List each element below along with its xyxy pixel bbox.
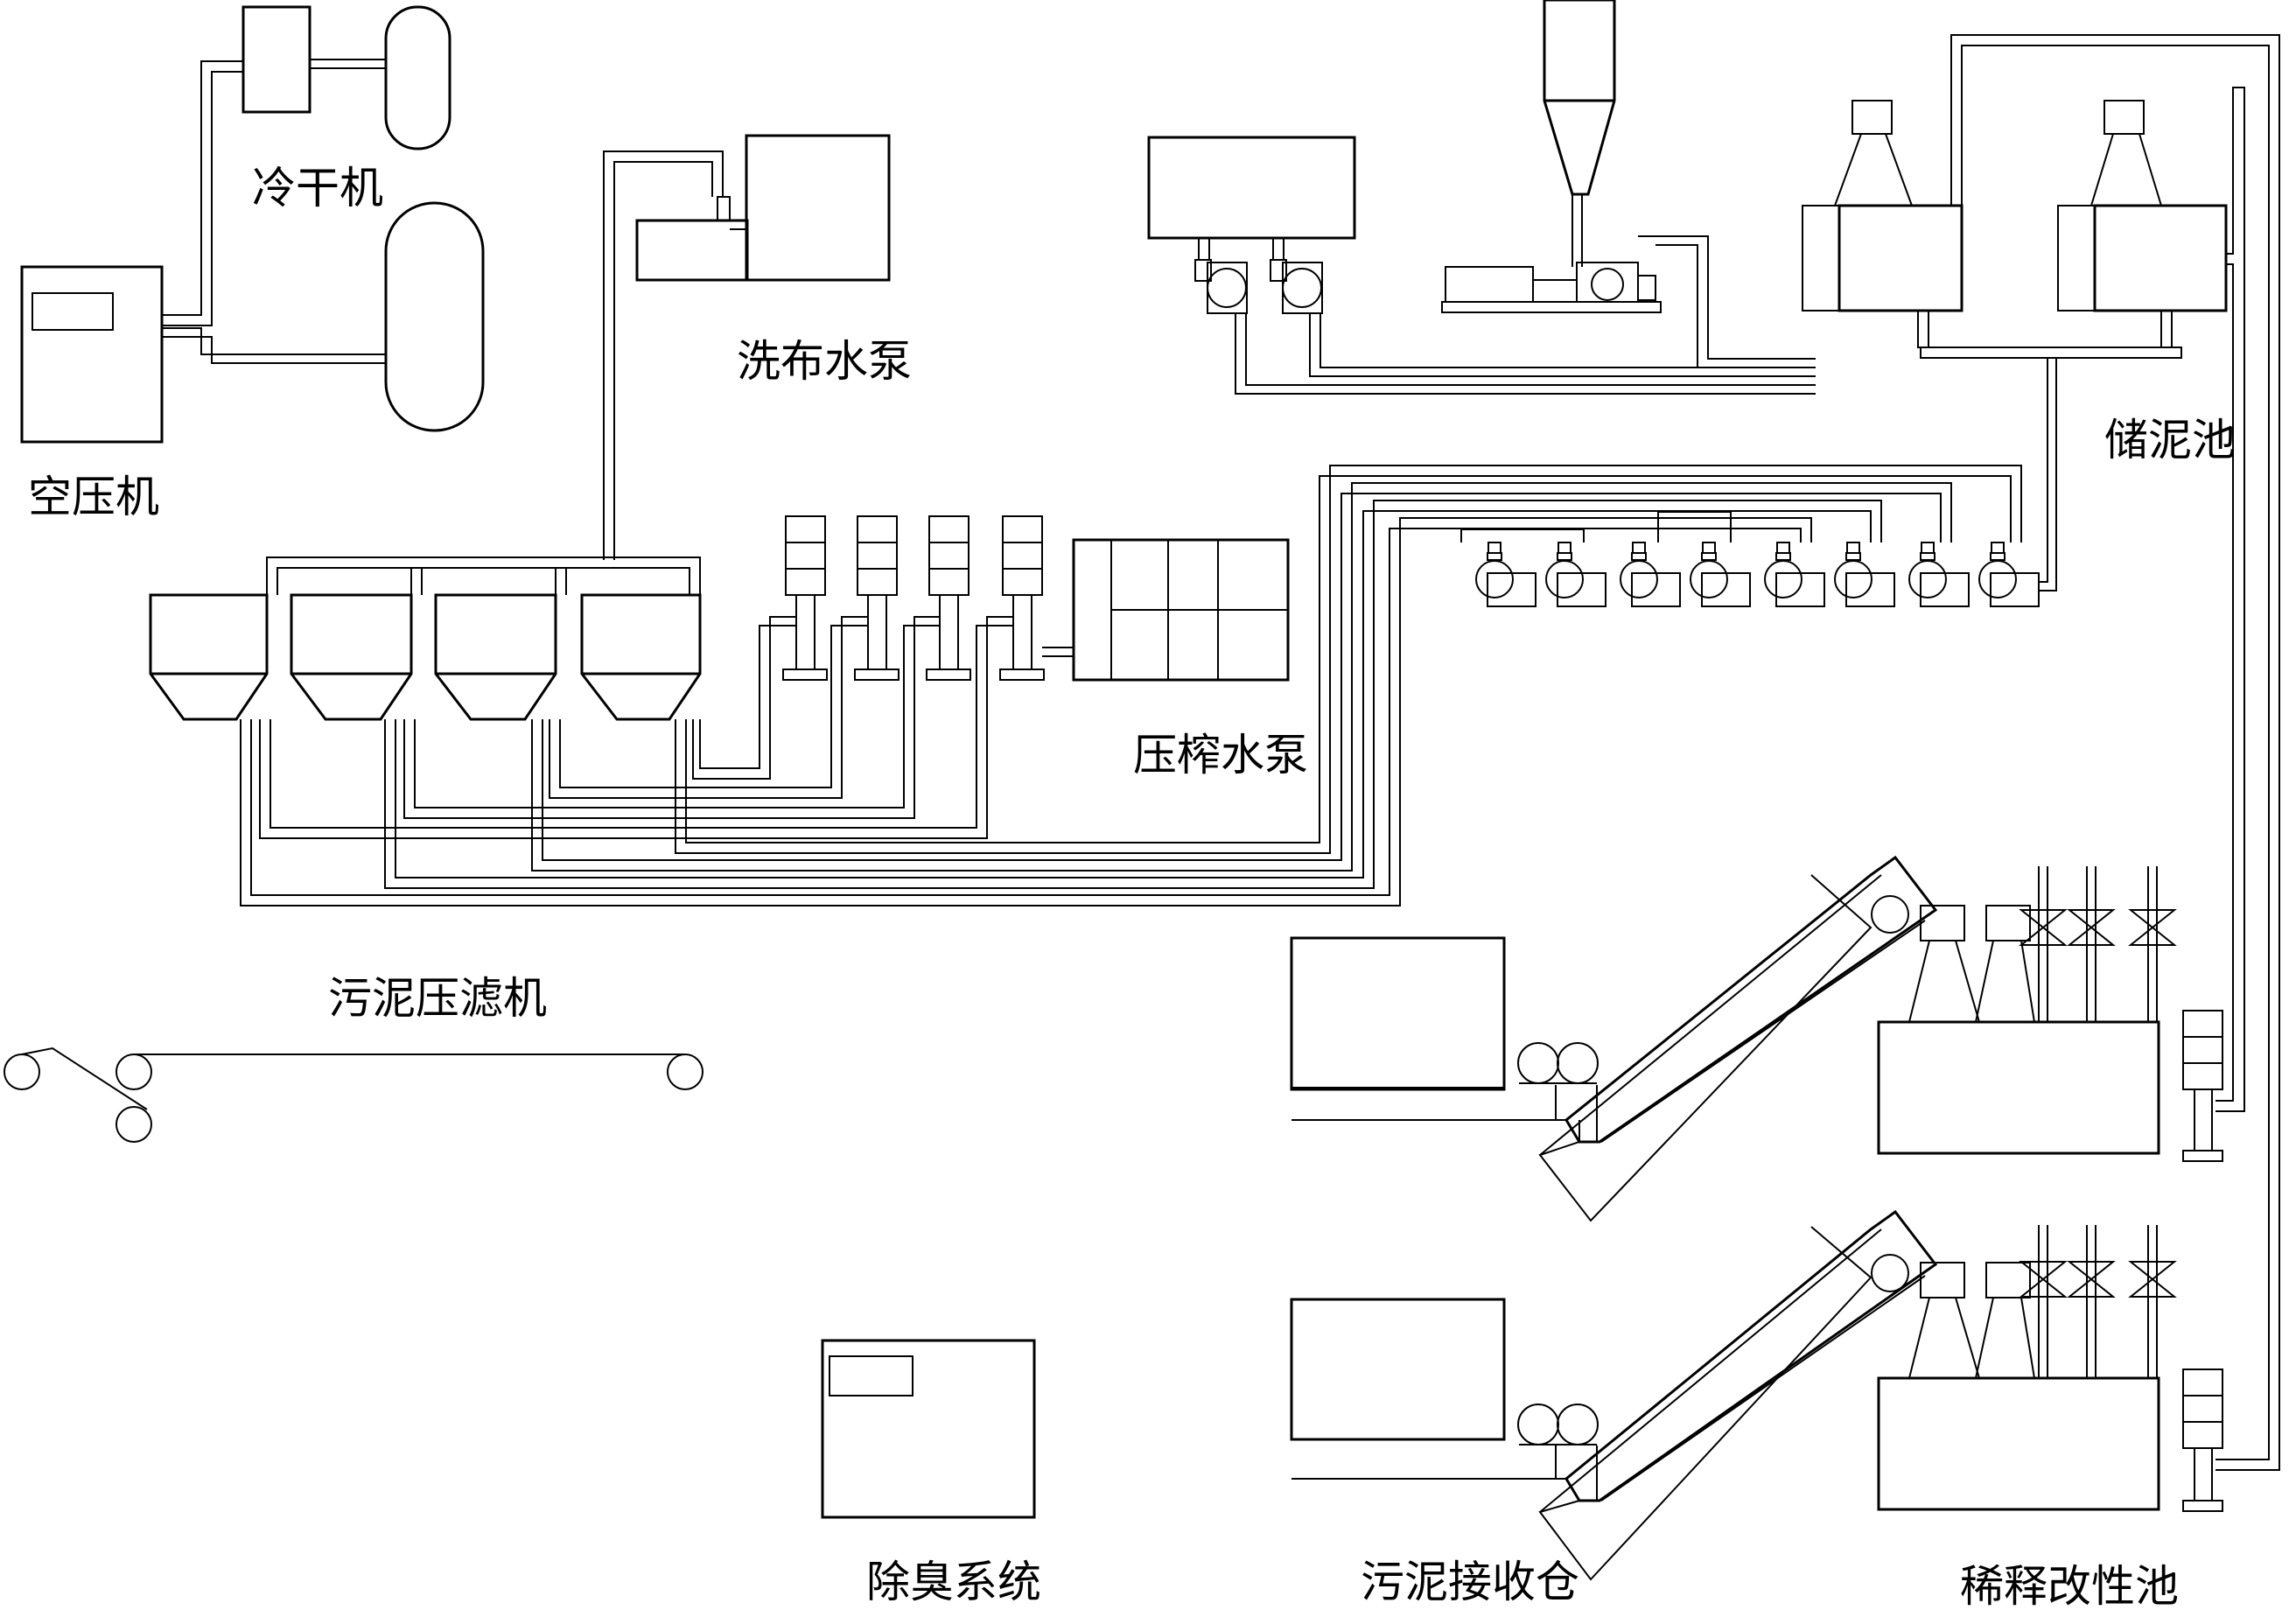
filter-press-unit-4 bbox=[580, 593, 702, 721]
cold-dryer-label: 冷干机 bbox=[252, 163, 383, 214]
sludge-storage-tank-label: 储泥池 bbox=[2104, 415, 2236, 466]
dilution-mixer-1b bbox=[1974, 905, 2036, 1023]
air-compressor-label: 空压机 bbox=[28, 472, 159, 522]
chemical-tank bbox=[1147, 136, 1816, 395]
air-compressor bbox=[20, 265, 164, 444]
screw-pump-7 bbox=[1908, 542, 1970, 607]
transfer-pump-2 bbox=[2182, 1368, 2223, 1512]
screw-pump-1 bbox=[1475, 542, 1536, 607]
lime-silo bbox=[1441, 0, 1816, 368]
screw-pump-4 bbox=[1690, 542, 1751, 607]
dosing-pump-2 bbox=[1270, 259, 1323, 314]
filter-press-manifold bbox=[266, 556, 701, 595]
dosing-pump-1 bbox=[1194, 259, 1248, 314]
sludge-feed-pipes bbox=[240, 465, 2022, 906]
screw-pump-3 bbox=[1620, 542, 1681, 607]
deodorization-system-label: 除臭系统 bbox=[866, 1557, 1041, 1607]
air-pipes bbox=[162, 59, 386, 364]
belt-conveyor bbox=[4, 1046, 704, 1143]
valve-1a bbox=[2019, 866, 2068, 1022]
transfer-pump-1 bbox=[2182, 1010, 2223, 1162]
valve-1b bbox=[2067, 866, 2116, 1022]
press-pump-1 bbox=[782, 515, 828, 681]
storage-mixer-2 bbox=[2057, 100, 2228, 312]
screw-pump-8 bbox=[1978, 542, 2040, 607]
sludge-receiving-bin-label: 污泥接收仓 bbox=[1361, 1557, 1579, 1607]
press-water-pipes bbox=[259, 616, 1013, 839]
press-water-tank bbox=[1042, 538, 1290, 682]
cloth-wash-pump-label: 洗布水泵 bbox=[737, 336, 912, 387]
filter-press-unit-2 bbox=[290, 593, 413, 721]
screw-pump-6 bbox=[1834, 542, 1895, 607]
dilution-modification-tank-label: 稀释改性池 bbox=[1960, 1561, 2179, 1612]
dilution-mixer-2a bbox=[1908, 1262, 1981, 1379]
screw-pump-2 bbox=[1545, 542, 1606, 607]
press-pump-4 bbox=[999, 515, 1045, 681]
dilution-mixer-1a bbox=[1908, 905, 1981, 1023]
dilution-tank-1 bbox=[1877, 866, 2223, 1162]
sludge-receiving-bin-2 bbox=[1290, 1209, 1938, 1581]
press-pump-3 bbox=[926, 515, 971, 681]
screw-pump-5 bbox=[1764, 542, 1825, 607]
valve-2c bbox=[2128, 1225, 2177, 1378]
filter-press-unit-3 bbox=[434, 593, 557, 721]
valve-2a bbox=[2019, 1225, 2068, 1378]
sludge-receiving-bin-1 bbox=[1290, 855, 1938, 1222]
dilution-tank-2 bbox=[1877, 1225, 2223, 1512]
deodorization-system bbox=[821, 1339, 1036, 1519]
press-pump-2 bbox=[854, 515, 900, 681]
dilution-mixer-2b bbox=[1974, 1262, 2036, 1379]
valve-1c bbox=[2128, 866, 2177, 1022]
press-pump-label: 压榨水泵 bbox=[1133, 730, 1308, 780]
filter-press-unit-1 bbox=[149, 593, 269, 721]
filter-press-label: 污泥压滤机 bbox=[328, 973, 547, 1024]
sludge-storage-tank bbox=[1802, 34, 2280, 1471]
cold-dryer bbox=[242, 5, 485, 432]
cloth-wash-pump bbox=[603, 134, 891, 560]
screw-pumps bbox=[1460, 359, 2057, 607]
storage-mixer-1 bbox=[1802, 100, 1964, 312]
valve-2b bbox=[2067, 1225, 2116, 1378]
